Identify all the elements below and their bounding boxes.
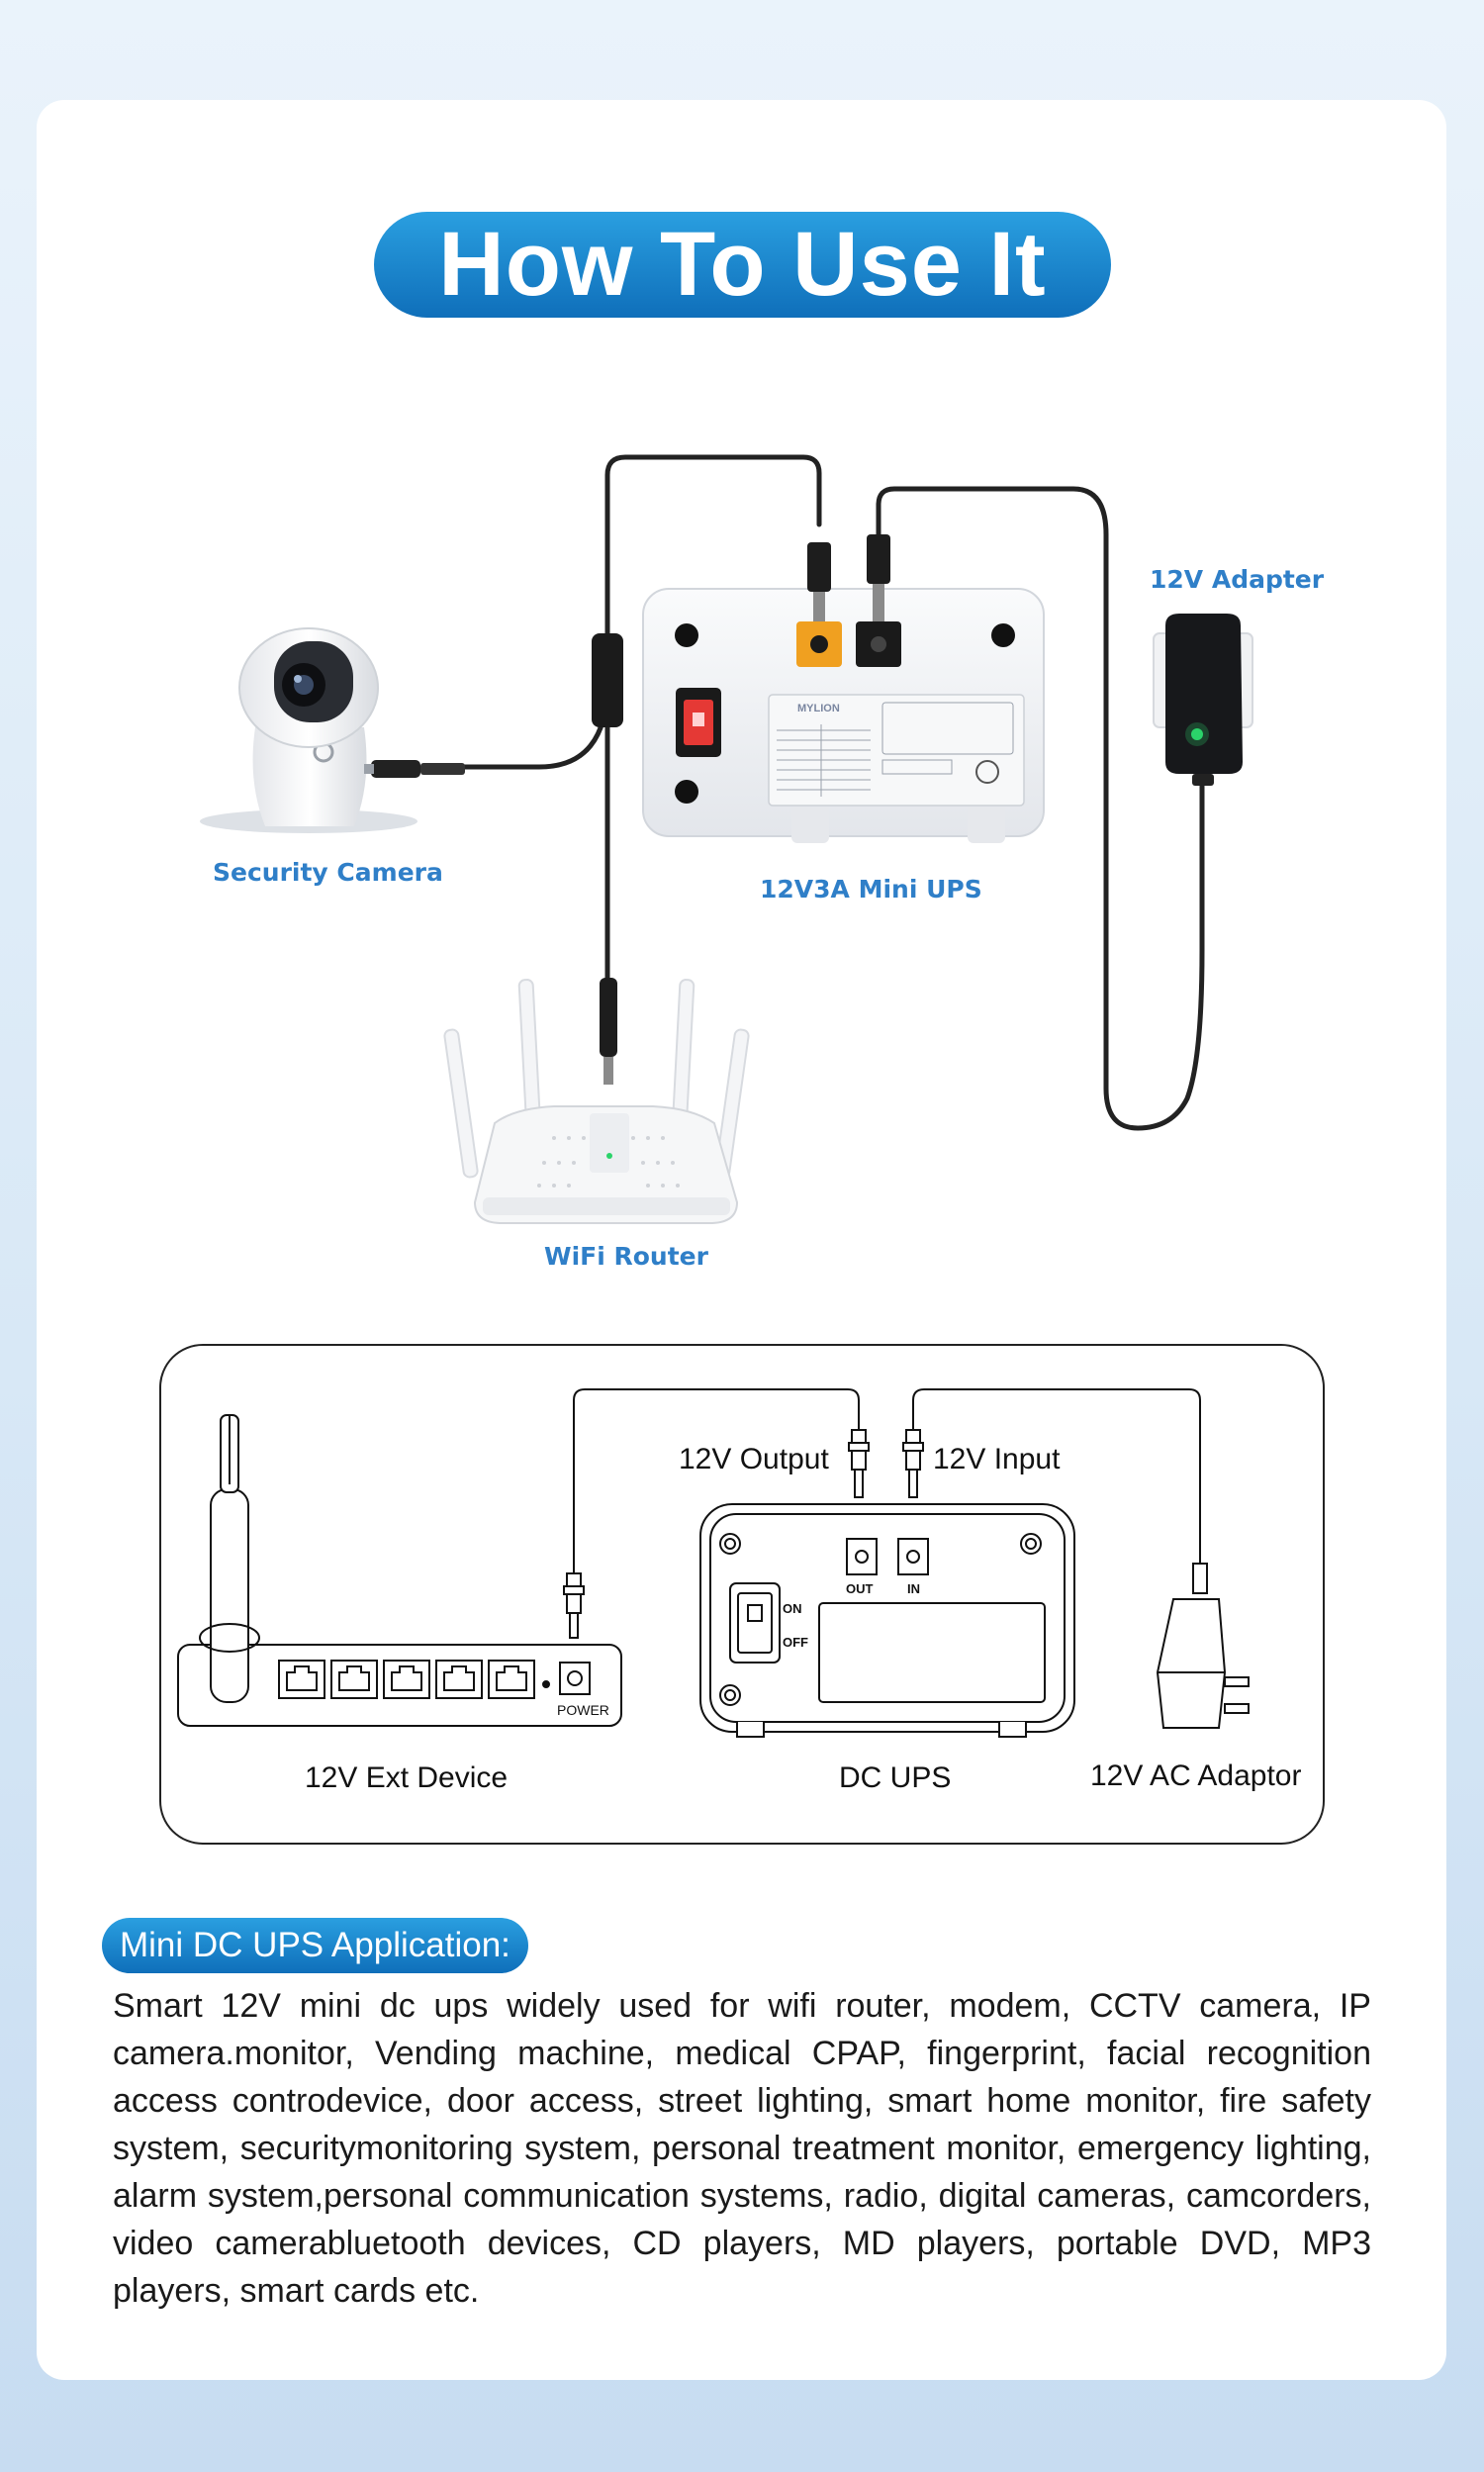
- ups-sticker-brand: MYLION: [797, 703, 840, 714]
- output-plug: [848, 1429, 870, 1498]
- wiring-diagram-frame: [159, 1344, 1325, 1845]
- router-label: WiFi Router: [544, 1242, 708, 1271]
- security-camera-photo: [200, 627, 465, 833]
- output-label: 12V Output: [679, 1443, 829, 1475]
- ac-adaptor-drawing: [1156, 1563, 1250, 1729]
- content-card: [37, 100, 1446, 2380]
- ext-device-plug: [563, 1572, 585, 1639]
- dc-ups-drawing: [699, 1503, 1075, 1738]
- camera-label: Security Camera: [213, 858, 443, 887]
- input-label: 12V Input: [933, 1443, 1061, 1475]
- wiring-diagram: POWER OUT IN ON OFF: [177, 1388, 1250, 1738]
- setup-illustration: MYLION: [200, 454, 1253, 1224]
- ferrite-core: [592, 633, 623, 727]
- power-port-label: POWER: [557, 1702, 609, 1718]
- on-label: ON: [783, 1601, 802, 1616]
- ups-label: 12V3A Mini UPS: [760, 875, 982, 903]
- adapter-photo: [1153, 614, 1253, 786]
- page-title: How To Use It: [374, 212, 1111, 318]
- adapter-label: 12V Adapter: [1150, 565, 1325, 594]
- application-heading: Mini DC UPS Application:: [102, 1918, 528, 1973]
- router-photo: [443, 978, 750, 1224]
- ups-photo: MYLION: [642, 534, 1045, 843]
- application-description: Smart 12V mini dc ups widely used for wi…: [113, 1987, 1371, 2310]
- input-plug: [902, 1429, 924, 1498]
- off-label: OFF: [783, 1635, 808, 1650]
- in-port-label: IN: [907, 1581, 920, 1596]
- ext-device-label: 12V Ext Device: [305, 1761, 509, 1794]
- out-port-label: OUT: [846, 1581, 874, 1596]
- dc-ups-label: DC UPS: [839, 1761, 952, 1794]
- ext-device-drawing: [177, 1414, 622, 1727]
- ac-adaptor-label: 12V AC Adaptor: [1090, 1759, 1302, 1792]
